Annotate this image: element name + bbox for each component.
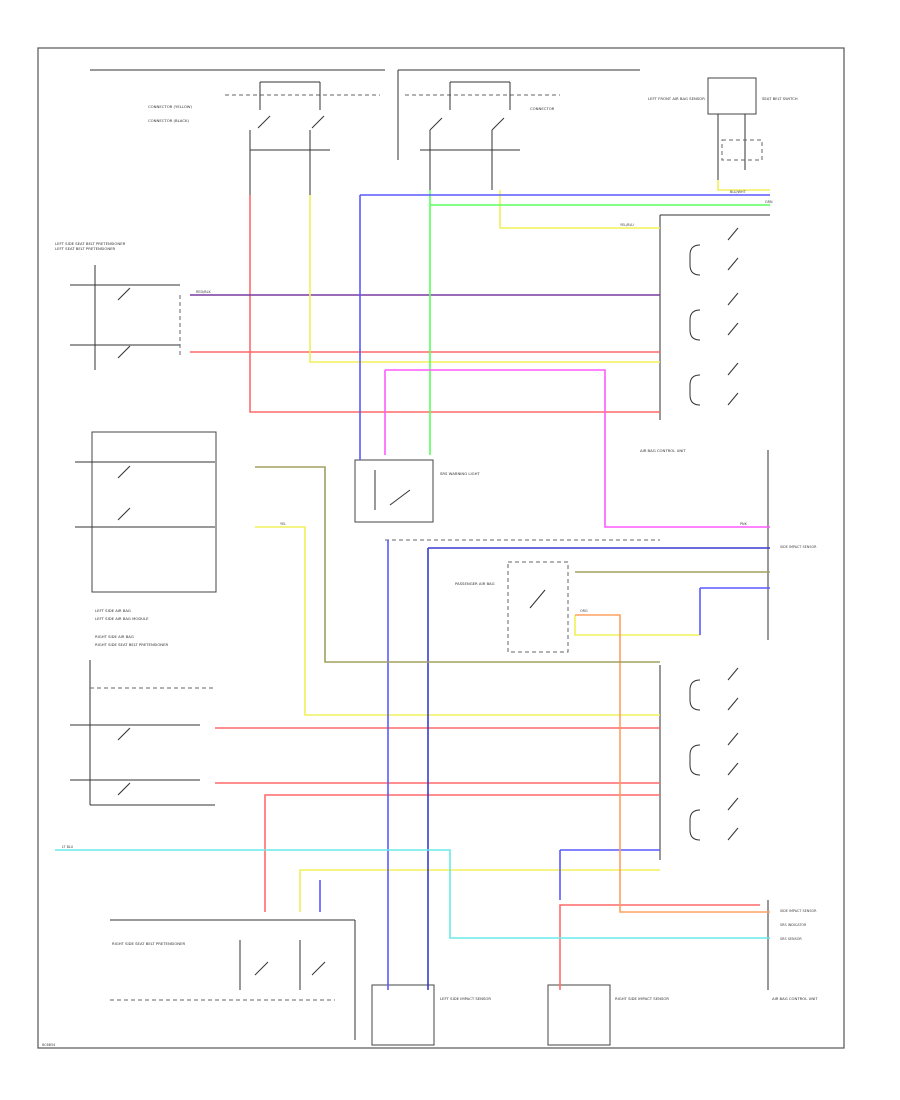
top-mid-switch <box>420 81 520 190</box>
right-pin-label-1: SIDE IMPACT SENSOR <box>780 545 817 549</box>
wire-label-org: ORG <box>580 609 588 613</box>
wire-yellow-left <box>309 195 660 363</box>
wire-yellow-top <box>499 190 660 229</box>
footer-code: 8C6B54 <box>42 1043 55 1047</box>
wire-yellow-center <box>574 615 700 636</box>
top-right-label: LEFT FRONT AIR BAG SENSOR <box>648 96 705 101</box>
bottom-center-2: RIGHT SIDE IMPACT SENSOR <box>615 996 669 1001</box>
right-connector-column <box>385 450 769 640</box>
top-left-switch <box>249 81 330 195</box>
left-upper-pretensioner <box>70 265 181 370</box>
center-box-label: SRS WARNING LIGHT <box>440 471 480 476</box>
bottom-right-title: AIR BAG CONTROL UNIT <box>772 996 818 1001</box>
bottom-left-block: RIGHT SIDE SEAT BELT PRETENSIONER <box>112 941 186 946</box>
wire-red-bottom-right <box>559 904 760 990</box>
top-connector-label: CONNECTOR (YELLOW) <box>148 104 193 109</box>
wire-label-grn: GRN <box>765 200 773 204</box>
wire-red-bottom <box>264 794 660 912</box>
lower-left-sub: RIGHT SIDE SEAT BELT PRETENSIONER <box>95 642 169 647</box>
right-upper-sensor-stack <box>659 214 770 420</box>
right-lower-sensor-stack <box>659 665 739 860</box>
wire-label-yel-blu: YEL/BLU <box>620 223 634 227</box>
left-lower-pretensioner <box>70 660 215 806</box>
left-top-seat-title: LEFT SIDE SEAT BELT PRETENSIONER <box>55 241 126 246</box>
wire-label-pnk: PNK <box>740 522 748 526</box>
right-pin-label-3: SRS INDICATOR <box>780 923 807 927</box>
left-side-airbag-box <box>91 431 217 593</box>
bottom-left-impact-sensor <box>371 984 435 1046</box>
wire-yellow-mid <box>255 526 660 716</box>
right-pin-label-4: SRS SENSOR <box>780 937 802 941</box>
wire-orange <box>575 614 770 913</box>
center-mid-label: PASSENGER AIR BAG <box>455 581 495 586</box>
top-connector-sub: CONNECTOR (BLACK) <box>148 118 189 123</box>
wire-cyan <box>55 849 770 939</box>
center-srs-box <box>354 459 434 523</box>
wire-olive-mid <box>255 466 660 663</box>
bottom-right-impact-sensor <box>547 984 611 1046</box>
wire-yellow-top-right <box>717 180 770 191</box>
center-mid-relay <box>507 561 569 653</box>
wire-yellow-bottom <box>299 869 660 912</box>
lower-left-title: RIGHT SIDE AIR BAG <box>95 634 134 639</box>
wire-label-yel: YEL <box>280 522 286 526</box>
top-right-module <box>707 77 757 115</box>
upper-right-box: SEAT BELT SWITCH <box>762 96 798 101</box>
mid-left-lower: LEFT SIDE AIR BAG MODULE <box>95 616 149 621</box>
wire-red-left-vertical <box>249 195 660 413</box>
bottom-center-1: LEFT SIDE IMPACT SENSOR <box>440 996 491 1001</box>
right-column-title: AIR BAG CONTROL UNIT <box>640 448 686 453</box>
right-pin-label-2: SIDE IMPACT SENSOR <box>780 909 817 913</box>
bottom-left-switch-box <box>110 919 356 1040</box>
mid-left-upper: LEFT SIDE AIR BAG <box>95 608 131 613</box>
wire-magenta <box>385 369 770 528</box>
wire-label-cyn: LT BLU <box>62 845 74 849</box>
wire-label-red-blk: RED/BLK <box>196 290 211 294</box>
diagram-frame <box>37 47 845 1049</box>
top-mid-label: CONNECTOR <box>530 106 555 111</box>
top-right-conn <box>721 139 763 161</box>
wire-label-blu-wht: BLU/WHT <box>730 190 747 194</box>
left-top-seat-sub: LEFT SEAT BELT PRETENSIONER <box>55 246 116 251</box>
